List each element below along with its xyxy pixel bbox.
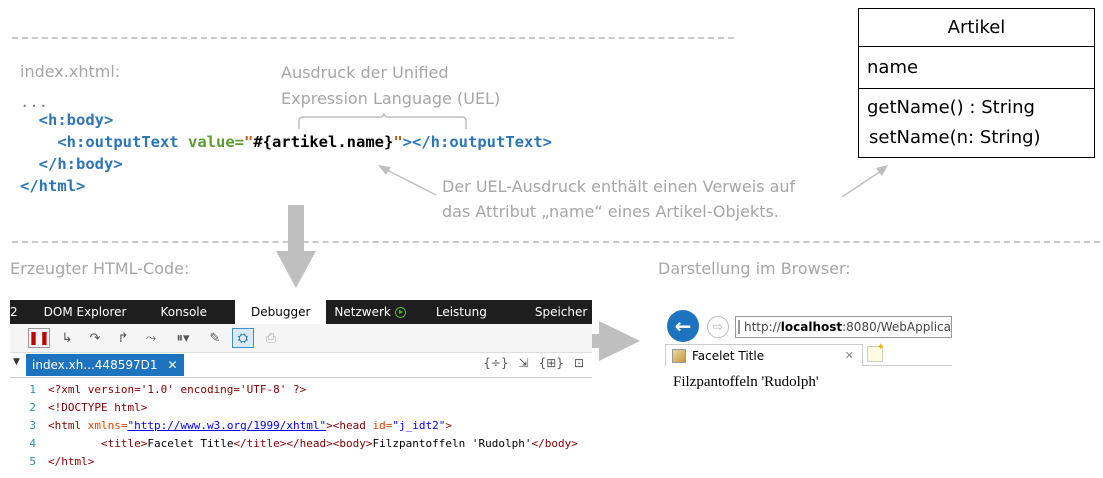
quote-open: " <box>244 133 254 151</box>
source-line: 3<html xmlns="http://www.w3.org/1999/xht… <box>10 417 592 435</box>
url-prefix: http:// <box>744 320 781 334</box>
quote-close: " <box>393 133 403 151</box>
rendered-page-text: Filzpantoffeln 'Rudolph' <box>673 374 819 390</box>
tag-outputtext: <h:outputText <box>57 133 179 151</box>
back-arrow-icon: ← <box>674 314 692 338</box>
tab-debugger[interactable]: Debugger <box>235 300 327 324</box>
source-view: 1<?xml version='1.0' encoding='UTF-8' ?>… <box>10 378 592 471</box>
breakpoint-list-icon[interactable]: ⊡ <box>573 356 584 370</box>
forward-arrow-icon: ⇨ <box>712 319 724 335</box>
uml-attribute: name <box>859 47 1094 89</box>
break-on-new-worker-icon[interactable]: ⤳ <box>145 330 157 346</box>
page-icon <box>738 320 740 334</box>
tab-speicher[interactable]: Speicher <box>534 305 588 319</box>
devtools-panel: 2 DOM Explorer Konsole Debugger Netzwerk… <box>10 300 592 472</box>
just-my-code-icon[interactable]: ⛭ <box>232 328 254 348</box>
attr-value: value= <box>188 133 244 151</box>
callout-arrow-right <box>841 168 885 198</box>
pretty-print-icon[interactable]: ⎙ <box>265 330 277 346</box>
right-arrow-head <box>599 321 640 361</box>
uml-operation-getname: getName() : String <box>867 97 1035 118</box>
uml-operation-setname: setName(n: String) <box>869 127 1041 148</box>
generated-html-label: Erzeugter HTML-Code: <box>10 259 190 278</box>
url-host: localhost <box>780 320 843 334</box>
xmlns-link[interactable]: "http://www.w3.org/1999/xhtml" <box>127 419 327 432</box>
browser-tab-close-icon[interactable]: ✕ <box>844 349 854 362</box>
callout-arrow-right-head <box>876 165 888 176</box>
browser-tab[interactable]: Facelet Title ✕ <box>665 344 863 366</box>
tab-netzwerk-label: Netzwerk <box>334 305 391 319</box>
uel-label-line-1: Ausdruck der Unified <box>281 63 449 82</box>
back-button[interactable]: ← <box>667 310 699 342</box>
browser-render-label: Darstellung im Browser: <box>658 259 851 278</box>
url-rest: :8080/WebApplication <box>842 320 951 334</box>
file-label: index.xhtml: <box>20 62 121 81</box>
pause-icon[interactable]: ❚❚ <box>28 328 50 348</box>
sourcemap-icon[interactable]: {⊞} <box>538 356 564 370</box>
debugger-toolbar: ❚❚ ↳ ↷ ↱ ⤳ ⏸▾ ✎ ⛭ ⎙ <box>10 324 592 353</box>
callout-line-2: das Attribut „name“ eines Artikel-Objekt… <box>442 202 779 221</box>
source-line: 1<?xml version='1.0' encoding='UTF-8' ?> <box>29 383 307 396</box>
top-dashed-separator <box>12 37 734 39</box>
step-out-icon[interactable]: ↱ <box>117 330 129 346</box>
new-tab-button[interactable]: ✦ <box>867 342 885 362</box>
uml-class-name: Artikel <box>859 9 1094 47</box>
disable-breakpoints-icon[interactable]: ✎ <box>209 330 221 346</box>
code-line-html-close: </html> <box>20 175 85 197</box>
tab-row-divider <box>863 365 952 366</box>
callout-arrow-left-head <box>378 165 391 175</box>
code-line-outputtext: <h:outputText value="#{artikel.name}"></… <box>20 131 552 153</box>
code-line-body-close: </h:body> <box>20 153 123 175</box>
uel-label-line-2: Expression Language (UEL) <box>281 89 501 108</box>
ellipsis: ... <box>20 93 48 111</box>
uml-operations: getName() : String setName(n: String) <box>859 89 1094 153</box>
tab-konsole[interactable]: Konsole <box>160 305 207 319</box>
source-line: 2<!DOCTYPE html> <box>29 401 148 414</box>
tag-body-open: <h:body> <box>38 111 114 129</box>
down-arrow-shaft <box>288 205 304 253</box>
step-over-icon[interactable]: ↷ <box>89 330 101 346</box>
file-dropdown-icon[interactable]: ▼ <box>13 357 20 367</box>
address-bar[interactable]: http://localhost:8080/WebApplication <box>735 316 952 338</box>
middle-dashed-separator <box>12 241 1100 243</box>
file-tab-close-icon[interactable]: ✕ <box>167 358 178 372</box>
code-line-body-open: <h:body> <box>20 109 114 131</box>
browser-window: ← ⇨ http://localhost:8080/WebApplication… <box>665 308 952 398</box>
source-line: 5</html> <box>29 455 95 468</box>
forward-button[interactable]: ⇨ <box>707 316 729 338</box>
file-tab[interactable]: index.xh...448597D1 ✕ <box>26 354 184 376</box>
tag-body-close: </h:body> <box>38 155 123 173</box>
uml-class-artikel: Artikel name getName() : String setName(… <box>858 8 1095 158</box>
callout-arrow-left <box>382 167 437 196</box>
tag-html-close: </html> <box>20 177 86 195</box>
tag-outputtext-close: ></h:outputText> <box>402 133 552 151</box>
tab-2[interactable]: 2 <box>10 305 18 319</box>
format-icon[interactable]: {÷} <box>483 356 509 370</box>
browser-tab-title: Facelet Title <box>692 348 765 363</box>
word-wrap-icon[interactable]: ⇲ <box>518 356 529 370</box>
uel-bracket <box>298 112 467 129</box>
file-tab-bar: ▼ index.xh...448597D1 ✕ {÷} ⇲ {⊞} ⊡ <box>10 353 592 378</box>
tab-leistung[interactable]: Leistung <box>435 305 487 319</box>
file-bar-actions: {÷} ⇲ {⊞} ⊡ <box>483 356 584 370</box>
down-arrow-head <box>276 251 316 288</box>
tab-dom-explorer[interactable]: DOM Explorer <box>43 305 127 319</box>
tab-netzwerk[interactable]: Netzwerk <box>326 300 413 324</box>
devtools-tab-bar: 2 DOM Explorer Konsole Debugger Netzwerk… <box>10 300 592 324</box>
callout-line-1: Der UEL-Ausdruck enthält einen Verweis a… <box>442 177 796 196</box>
record-icon <box>394 306 406 318</box>
new-tab-icon: ✦ <box>876 342 885 353</box>
source-line: 4 <title>Facelet Title</title></head><bo… <box>29 437 578 450</box>
tab-page-icon <box>672 348 686 363</box>
uel-expression: #{artikel.name} <box>253 133 394 151</box>
file-tab-label: index.xh...448597D1 <box>32 358 158 372</box>
step-into-icon[interactable]: ↳ <box>61 330 73 346</box>
exception-behavior-icon[interactable]: ⏸▾ <box>176 330 190 346</box>
